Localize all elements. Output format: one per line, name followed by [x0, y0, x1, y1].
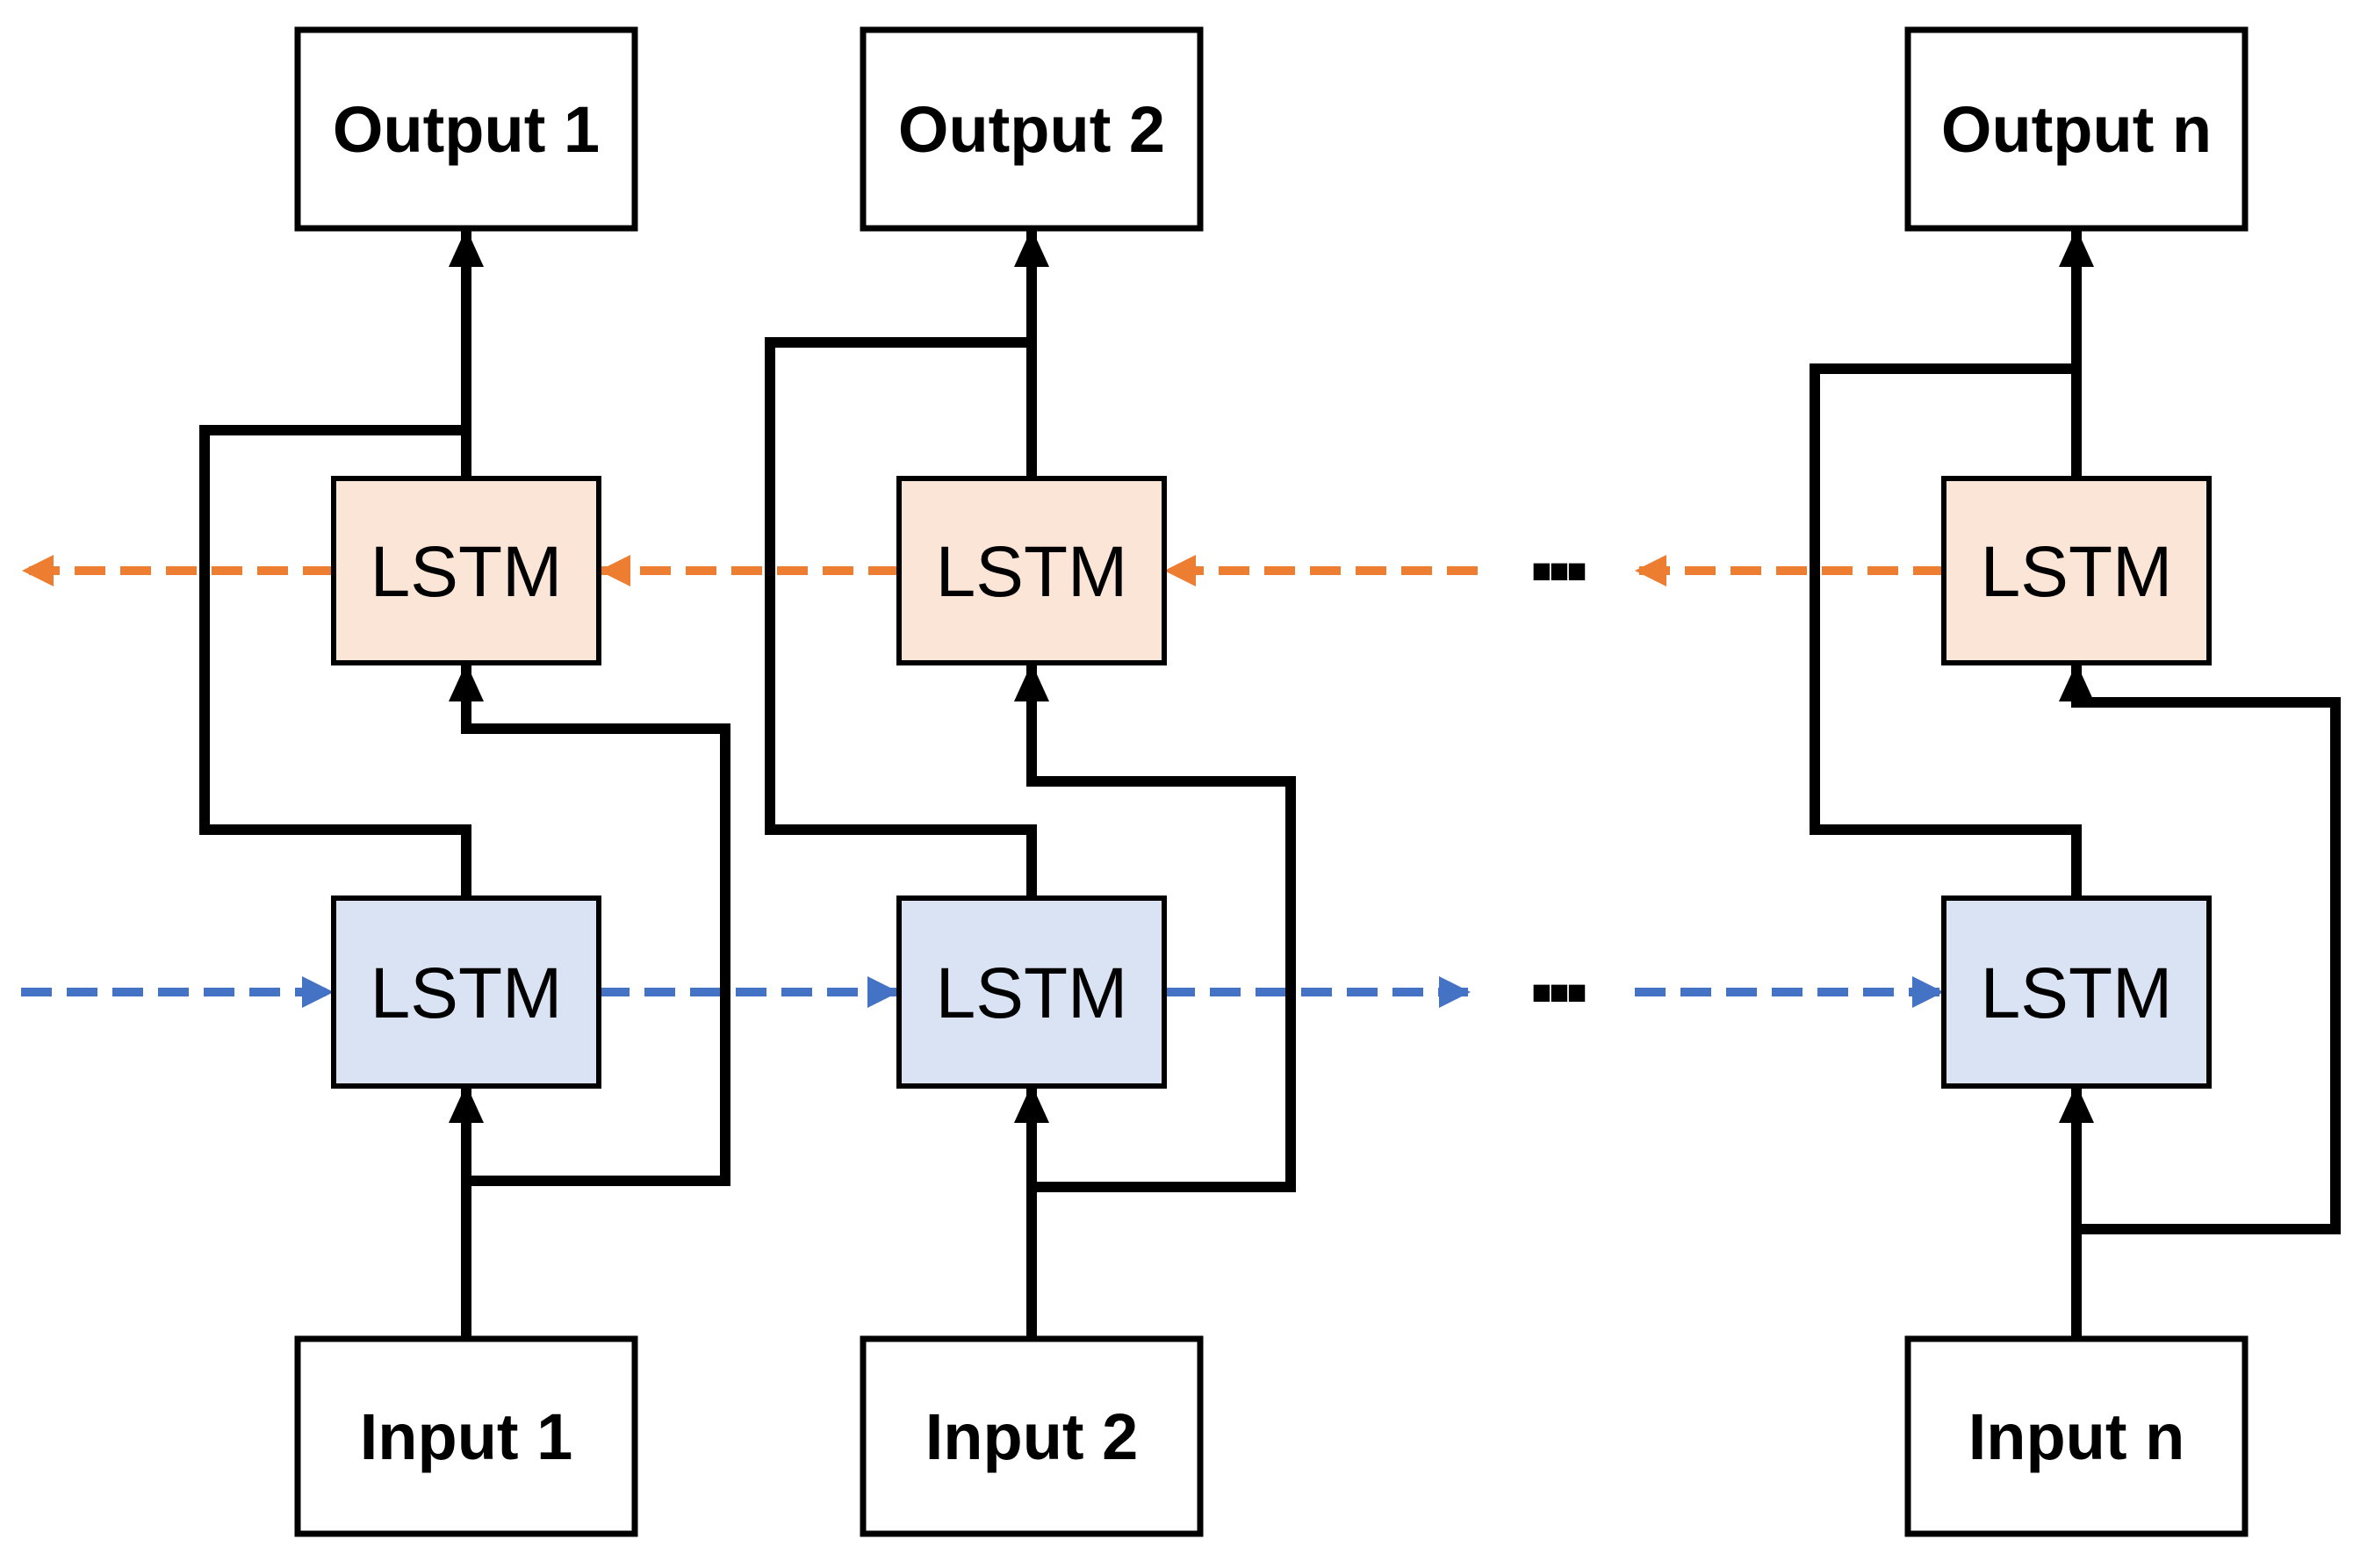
forward-lstm2-box [896, 895, 1167, 1089]
input1-label: Input 1 [360, 1400, 573, 1473]
input2-box [860, 1335, 1204, 1537]
input2-to-backward-lstm-bypass-arrow [1014, 663, 1296, 1192]
outputn-label: Output n [1941, 93, 2212, 166]
inputn-box [1904, 1335, 2249, 1537]
output1-label: Output 1 [333, 93, 600, 166]
forward-lstm1-label: LSTM [371, 953, 563, 1033]
forward-lstmn-box [1941, 895, 2212, 1089]
output2-label: Output 2 [898, 93, 1165, 166]
forward-lstm2-label: LSTM [936, 953, 1128, 1033]
backward-lstmn-label: LSTM [1981, 532, 2173, 612]
input1-box [294, 1335, 638, 1537]
timestep-1-connectors [199, 228, 730, 1339]
timestep-n-connectors [1810, 228, 2341, 1339]
outputn-box [1904, 26, 2249, 232]
backward-lstm1-label: LSTM [371, 532, 563, 612]
input1-to-backward-lstm-bypass-arrow [449, 663, 730, 1186]
backward-row-ellipsis: ... [1526, 477, 1586, 605]
forward-row-ellipsis: ... [1526, 898, 1586, 1026]
inputn-to-backward-lstm-bypass-arrow [2059, 663, 2341, 1234]
output1-box [294, 26, 638, 232]
timestep-1: Output 1 LSTM LSTM Input 1 [294, 26, 638, 1537]
timestep-n: Output n LSTM LSTM Input n [1904, 26, 2249, 1537]
forward-lstm1-to-output-bypass-line [199, 425, 471, 898]
forward-lstmn-label: LSTM [1981, 953, 2173, 1033]
timestep-2-connectors [765, 228, 1296, 1339]
backward-lstm2-box [896, 476, 1167, 665]
backward-lstmn-box [1941, 476, 2212, 665]
forward-lstmn-to-output-bypass-line [1810, 363, 2082, 898]
backward-lstm2-label: LSTM [936, 532, 1128, 612]
timestep-2: Output 2 LSTM LSTM Input 2 [860, 26, 1204, 1537]
forward-lstm2-to-output-bypass-line [765, 337, 1037, 898]
input2-label: Input 2 [925, 1400, 1139, 1473]
output2-box [860, 26, 1204, 232]
inputn-label: Input n [1968, 1400, 2185, 1473]
forward-lstm1-box [331, 895, 601, 1089]
backward-lstm1-box [331, 476, 601, 665]
